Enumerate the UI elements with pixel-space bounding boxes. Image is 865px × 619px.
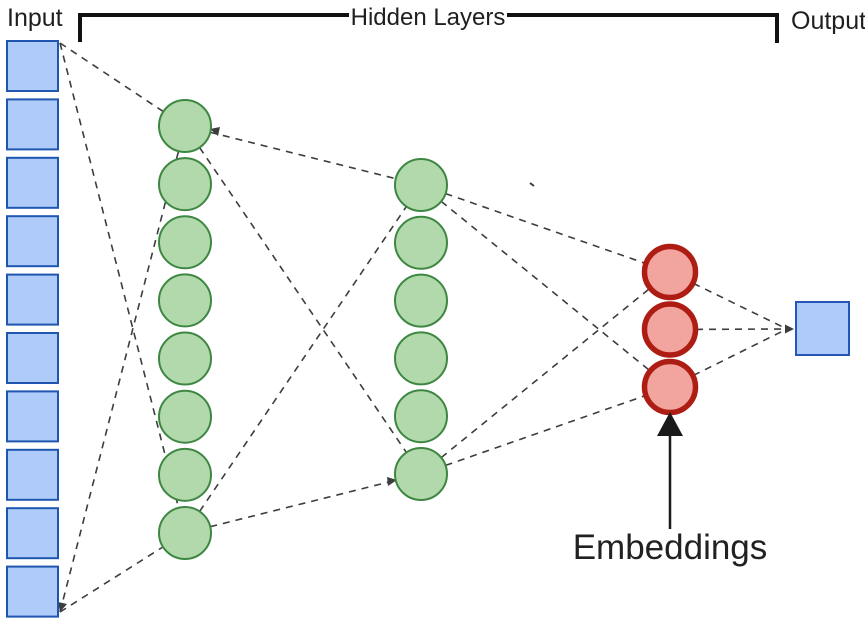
input-node-8 — [6, 448, 59, 501]
hidden2-node-1 — [394, 158, 448, 212]
hidden1-node-4 — [158, 273, 212, 328]
connection-arrowhead — [387, 477, 397, 486]
nodes-layer — [6, 40, 850, 618]
embeddings-arrow-head — [657, 412, 683, 436]
connection-line — [420, 184, 671, 273]
hidden2-node-4 — [394, 331, 448, 386]
embedding-node-2 — [641, 301, 699, 358]
hidden-layers-bracket — [78, 13, 779, 43]
embedding-node-1 — [641, 243, 699, 301]
connection-line — [420, 386, 671, 475]
output-node-1 — [795, 301, 850, 356]
connection-line — [420, 271, 671, 475]
hidden1-node-1 — [158, 99, 212, 153]
output-label: Output — [791, 7, 865, 35]
hidden-layers-label: Hidden Layers — [351, 4, 506, 31]
connection-line — [420, 184, 671, 388]
hidden2-node-5 — [394, 389, 448, 444]
input-node-9 — [6, 507, 59, 560]
hidden2-node-2 — [394, 215, 448, 270]
connection-line — [669, 328, 788, 388]
embedding-node-3 — [641, 358, 699, 416]
input-label: Input — [7, 4, 63, 32]
input-node-2 — [6, 98, 59, 151]
connection-arrowhead — [785, 324, 794, 334]
input-node-7 — [6, 390, 59, 443]
connection-line — [59, 125, 186, 613]
input-node-1 — [6, 40, 59, 92]
connection-line — [184, 184, 422, 534]
input-node-3 — [6, 156, 59, 209]
hidden2-node-6 — [394, 447, 448, 501]
hidden1-node-2 — [158, 157, 212, 212]
connection-arrowhead — [210, 127, 220, 136]
embeddings-label: Embeddings — [573, 528, 768, 567]
input-node-4 — [6, 215, 59, 268]
connection-line — [184, 125, 422, 475]
connection-line — [669, 271, 788, 330]
stray-mark — [529, 182, 535, 187]
connection-line — [184, 125, 422, 186]
hidden1-node-5 — [158, 331, 212, 386]
input-node-10 — [6, 565, 59, 618]
hidden1-node-6 — [158, 389, 212, 444]
input-node-5 — [6, 273, 59, 326]
connection-arrowhead — [58, 602, 67, 612]
connection-line — [59, 42, 186, 534]
hidden1-node-7 — [158, 447, 212, 502]
input-node-6 — [6, 332, 59, 384]
hidden1-node-3 — [158, 215, 212, 270]
hidden1-node-8 — [158, 505, 212, 560]
connection-line — [184, 473, 422, 534]
hidden2-node-3 — [394, 273, 448, 328]
